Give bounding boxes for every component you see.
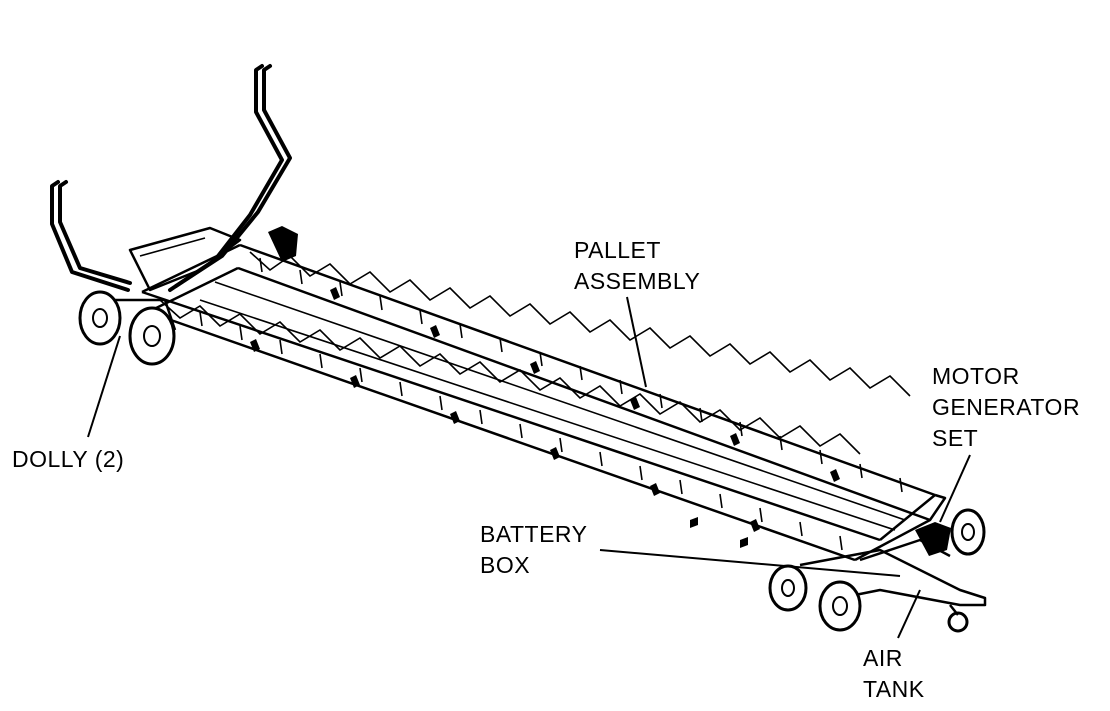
label-battery-line2: BOX [480, 552, 530, 578]
label-air-line1: AIR [863, 645, 903, 671]
leader-air [897, 589, 921, 639]
label-motor-line3: SET [932, 425, 978, 451]
caster-wheel [947, 611, 969, 633]
label-air-line2: TANK [863, 676, 925, 702]
label-pallet-line2: ASSEMBLY [574, 268, 700, 294]
leader-motor [939, 454, 971, 523]
label-battery-line1: BATTERY [480, 521, 587, 547]
label-pallet-line1: PALLET [574, 237, 661, 263]
leader-lines [87, 296, 971, 639]
rear-dolly [690, 508, 987, 633]
leader-battery [599, 549, 901, 577]
leader-dolly [87, 335, 121, 438]
label-motor-line1: MOTOR [932, 363, 1020, 389]
leader-pallet [626, 296, 647, 388]
label-motor-line2: GENERATOR [932, 394, 1080, 420]
label-dolly: DOLLY (2) [12, 446, 124, 472]
lifting-arms [50, 64, 292, 292]
front-dolly [78, 226, 298, 366]
pallet-truss [141, 243, 947, 562]
